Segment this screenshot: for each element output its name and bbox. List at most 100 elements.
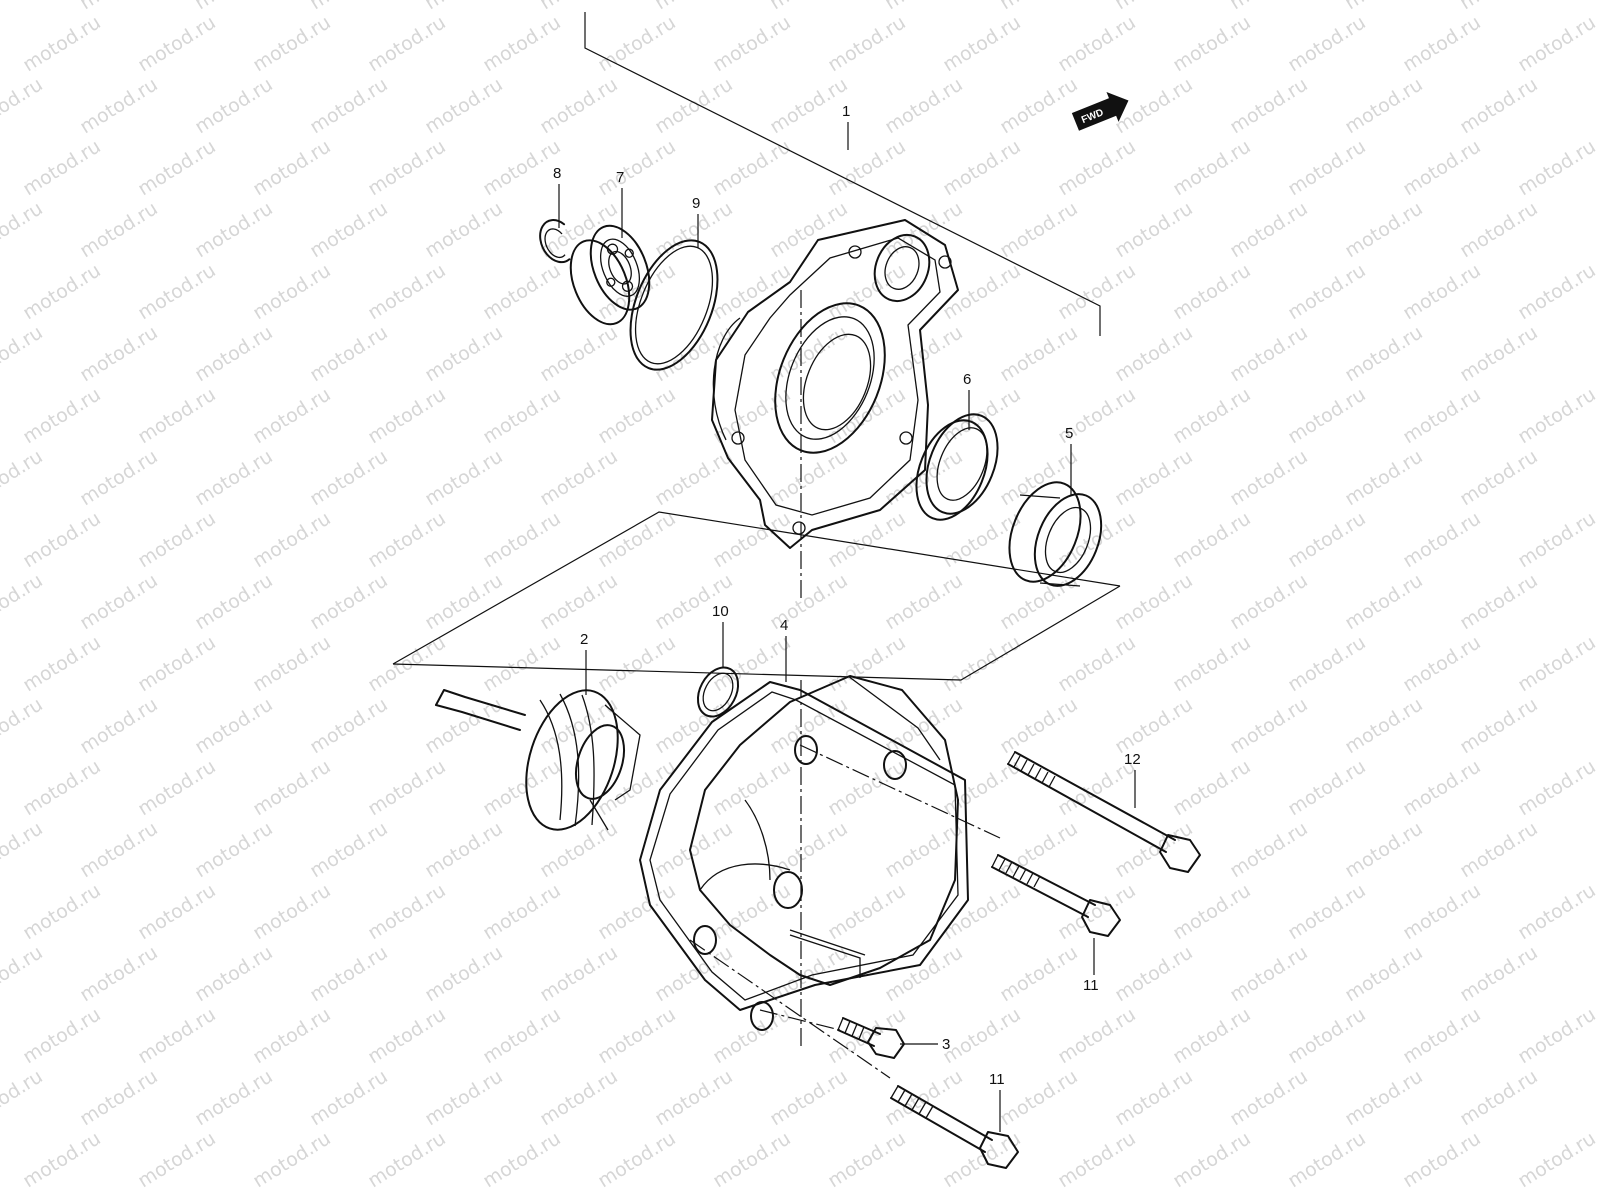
watermark-text: motod.ru (76, 445, 162, 510)
watermark-text: motod.ru (651, 569, 737, 634)
watermark-text: motod.ru (421, 569, 507, 634)
watermark-text: motod.ru (1169, 135, 1255, 200)
watermark-text: motod.ru (1456, 197, 1542, 262)
watermark-text: motod.ru (1514, 11, 1600, 76)
watermark-text: motod.ru (0, 321, 47, 386)
watermark-text: motod.ru (479, 11, 565, 76)
watermark-text: motod.ru (939, 631, 1025, 696)
watermark-text: motod.ru (479, 135, 565, 200)
watermark-text: motod.ru (1226, 817, 1312, 882)
watermark-text: motod.ru (1399, 135, 1485, 200)
part-9-o-ring (629, 239, 719, 371)
watermark-text: motod.ru (651, 73, 737, 138)
watermark-text: motod.ru (1399, 383, 1485, 448)
watermark-text: motod.ru (1111, 197, 1197, 262)
watermark-text: motod.ru (1399, 879, 1485, 944)
watermark-text: motod.ru (1054, 1127, 1140, 1192)
watermark-text: motod.ru (1054, 259, 1140, 324)
pump-cover (689, 675, 959, 1031)
watermark-text: motod.ru (536, 941, 622, 1006)
watermark-text: motod.ru (1399, 1003, 1485, 1068)
watermark-text: motod.ru (191, 693, 277, 758)
watermark-text: motod.ru (1514, 1003, 1600, 1068)
watermark-text: motod.ru (1514, 1127, 1600, 1192)
watermark-text: motod.ru (306, 445, 392, 510)
watermark-text: motod.ru (134, 11, 220, 76)
part-12-bolt (1007, 751, 1201, 873)
callout-4: 4 (780, 617, 788, 634)
watermark-text: motod.ru (306, 73, 392, 138)
watermark-text: motod.ru (364, 1127, 450, 1192)
watermark-text: motod.ru (421, 1065, 507, 1130)
watermark-text: motod.ru (709, 11, 795, 76)
part-7-bearing (569, 224, 651, 326)
watermark-text: motod.ru (1169, 879, 1255, 944)
watermark-text: motod.ru (306, 197, 392, 262)
watermark-text: motod.ru (824, 135, 910, 200)
watermark-text: motod.ru (709, 383, 795, 448)
watermark-text: motod.ru (76, 321, 162, 386)
watermark-text: motod.ru (1514, 879, 1600, 944)
watermark-text: motod.ru (191, 1065, 277, 1130)
watermark-text: motod.ru (0, 817, 47, 882)
watermark-text: motod.ru (1284, 135, 1370, 200)
watermark-text: motod.ru (1111, 445, 1197, 510)
watermark-text: motod.ru (306, 569, 392, 634)
part-6-oil-seal (915, 413, 999, 521)
watermark-text: motod.ru (479, 879, 565, 944)
watermark-text: motod.ru (1514, 507, 1600, 572)
watermark-text: motod.ru (1054, 507, 1140, 572)
watermark-text: motod.ru (1456, 1065, 1542, 1130)
watermark-text: motod.ru (1341, 73, 1427, 138)
watermark-text: motod.ru (421, 817, 507, 882)
watermark-text: motod.ru (996, 321, 1082, 386)
watermark-text: motod.ru (134, 755, 220, 820)
watermark-text: motod.ru (1111, 941, 1197, 1006)
watermark-text: motod.ru (76, 0, 162, 14)
watermark-text: motod.ru (421, 321, 507, 386)
watermark-text: motod.ru (766, 445, 852, 510)
watermark-text: motod.ru (306, 0, 392, 14)
watermark-text: motod.ru (134, 1127, 220, 1192)
watermark-text: motod.ru (1456, 321, 1542, 386)
watermark-text: motod.ru (0, 73, 47, 138)
watermark-text: motod.ru (651, 0, 737, 14)
watermark-text: motod.ru (939, 135, 1025, 200)
watermark-text: motod.ru (881, 0, 967, 14)
watermark-text: motod.ru (364, 879, 450, 944)
watermark-text: motod.ru (1111, 569, 1197, 634)
fwd-arrow-icon: FWD (1071, 91, 1129, 131)
watermark-text: motod.ru (479, 631, 565, 696)
watermark-text: motod.ru (191, 941, 277, 1006)
watermark-text: motod.ru (364, 383, 450, 448)
watermark-text: motod.ru (1284, 507, 1370, 572)
watermark-text: motod.ru (19, 631, 105, 696)
watermark-text: motod.ru (19, 879, 105, 944)
watermark-text: motod.ru (134, 879, 220, 944)
watermark-text: motod.ru (709, 135, 795, 200)
watermark-text: motod.ru (1226, 73, 1312, 138)
watermark-text: motod.ru (19, 755, 105, 820)
watermark-text: motod.ru (709, 879, 795, 944)
watermark-text: motod.ru (479, 507, 565, 572)
watermark-text: motod.ru (651, 1065, 737, 1130)
watermark-text: motod.ru (249, 1127, 335, 1192)
watermark-text: motod.ru (1226, 1065, 1312, 1130)
watermark-text: motod.ru (709, 1127, 795, 1192)
watermark-text: motod.ru (536, 321, 622, 386)
watermark-text: motod.ru (76, 1065, 162, 1130)
watermark-text: motod.ru (881, 941, 967, 1006)
watermark-text: motod.ru (421, 0, 507, 14)
watermark-text: motod.ru (766, 1065, 852, 1130)
watermark-text: motod.ru (364, 259, 450, 324)
watermark-text: motod.ru (19, 507, 105, 572)
watermark-text: motod.ru (1284, 1127, 1370, 1192)
watermark-text: motod.ru (0, 197, 47, 262)
watermark-text: motod.ru (1399, 631, 1485, 696)
watermark-text: motod.ru (421, 693, 507, 758)
watermark-text: motod.ru (1169, 1003, 1255, 1068)
watermark-text: motod.ru (536, 569, 622, 634)
watermark-text: motod.ru (594, 1003, 680, 1068)
watermark-text: motod.ru (306, 941, 392, 1006)
